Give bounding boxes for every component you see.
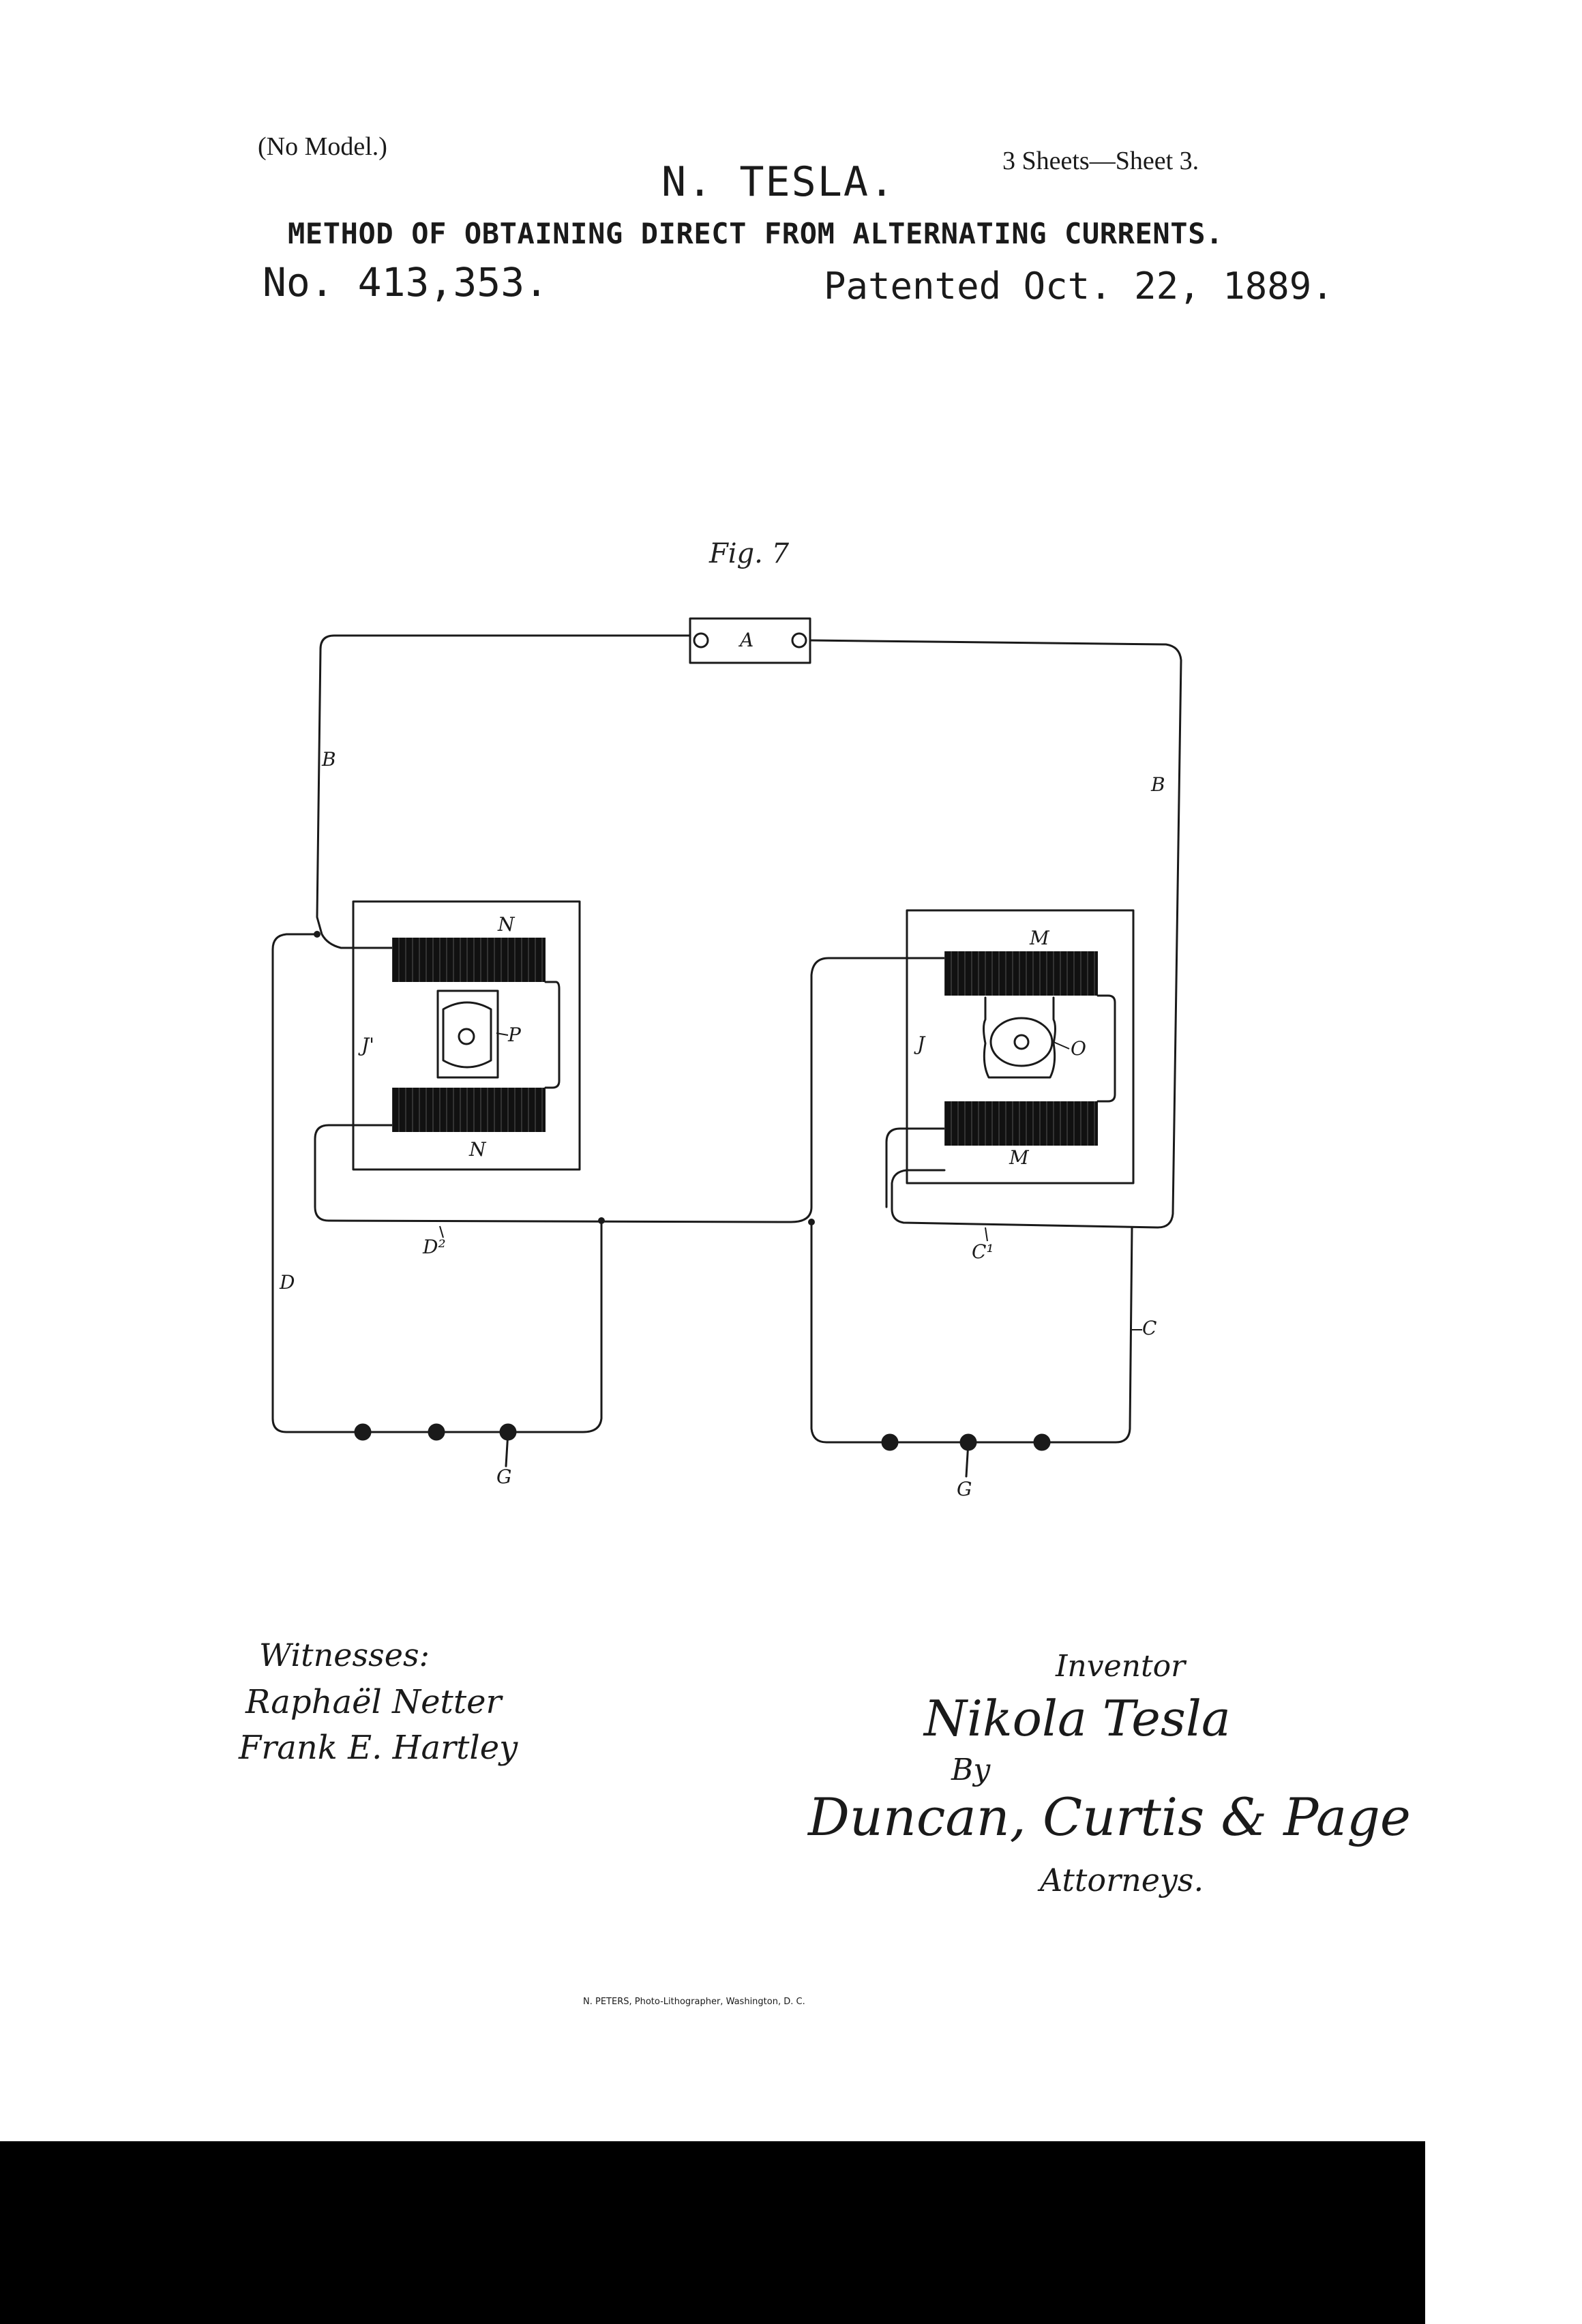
inventor-label: Inventor: [1056, 1649, 1186, 1684]
by-label: By: [951, 1753, 991, 1787]
label-g-left: G: [496, 1465, 511, 1488]
left-motor-frame: [352, 900, 581, 1171]
junction-left: [314, 931, 320, 938]
left-shaft: [458, 1028, 475, 1045]
g-left-lamp-1: [354, 1423, 372, 1441]
terminal-right: [791, 632, 807, 649]
g-left-lamp-3: [499, 1423, 517, 1441]
g-right-lamp-2: [959, 1433, 977, 1451]
label-m-bottom: M: [1009, 1146, 1030, 1169]
label-n-top: N: [497, 913, 516, 936]
scan-border-gap: [1425, 2141, 1582, 2324]
label-j: J: [914, 1032, 926, 1055]
label-d2: D²: [422, 1236, 446, 1258]
junction-mid-left: [598, 1217, 605, 1224]
lithographer-credit: N. PETERS, Photo-Lithographer, Washingto…: [583, 1997, 805, 2007]
witness-signature-2: Frank E. Hartley: [239, 1729, 518, 1767]
inventor-header-name: N. TESLA.: [661, 158, 896, 206]
field-coil-m-bottom: [944, 1101, 1098, 1146]
left-armature-frame: [436, 989, 499, 1079]
label-p: P: [507, 1024, 522, 1046]
g-right-lamp-3: [1033, 1433, 1051, 1451]
label-n-bottom: N: [468, 1138, 487, 1161]
line-b-left: [316, 634, 691, 949]
terminal-left: [693, 632, 709, 649]
label-c1: C¹: [972, 1240, 994, 1263]
right-armature-shunt: [1096, 994, 1116, 1103]
attorneys-signature: Duncan, Curtis & Page: [808, 1787, 1411, 1847]
inventor-signature: Nikola Tesla: [924, 1690, 1231, 1747]
g-right-lamp-1: [881, 1433, 899, 1451]
scan-border-bar: [0, 2141, 1425, 2324]
label-b-right: B: [1150, 773, 1165, 796]
witnesses-label: Witnesses:: [259, 1637, 430, 1673]
right-commutator: [989, 1017, 1054, 1067]
label-m-top: M: [1029, 927, 1050, 949]
label-a: A: [738, 629, 753, 651]
field-coil-n-bottom: [392, 1088, 546, 1132]
sheet-count: 3 Sheets—Sheet 3.: [1002, 147, 1199, 175]
left-armature-shunt: [544, 981, 561, 1089]
field-coil-n-top: [392, 938, 546, 982]
junction-mid-right: [808, 1219, 815, 1225]
figure-label: Fig. 7: [708, 538, 790, 569]
label-d: D: [279, 1271, 295, 1294]
no-model-label: (No Model.): [258, 132, 387, 161]
right-shaft: [1013, 1034, 1030, 1050]
attorneys-label: Attorneys.: [1040, 1862, 1204, 1898]
left-commutator: [442, 1001, 492, 1069]
label-o: O: [1071, 1037, 1086, 1060]
label-b-left: B: [321, 748, 336, 771]
patented-date: Patented Oct. 22, 1889.: [824, 265, 1334, 308]
circuit-d2: [314, 957, 946, 1223]
circuit-d: [271, 933, 603, 1433]
label-g-right: G: [957, 1478, 972, 1500]
patent-number: No. 413,353.: [263, 259, 549, 306]
circuit-c1: [885, 1127, 946, 1208]
patent-title: METHOD OF OBTAINING DIRECT FROM ALTERNAT…: [288, 217, 1223, 250]
label-j1: J': [358, 1034, 374, 1056]
line-b-right: [809, 639, 1182, 1229]
field-coil-m-top: [944, 951, 1098, 996]
label-c: C: [1142, 1317, 1156, 1339]
right-motor-frame: [906, 909, 1135, 1185]
witness-signature-1: Raphaël Netter: [245, 1683, 502, 1721]
g-left-lamp-2: [428, 1423, 445, 1441]
right-armature: [983, 996, 1056, 1079]
